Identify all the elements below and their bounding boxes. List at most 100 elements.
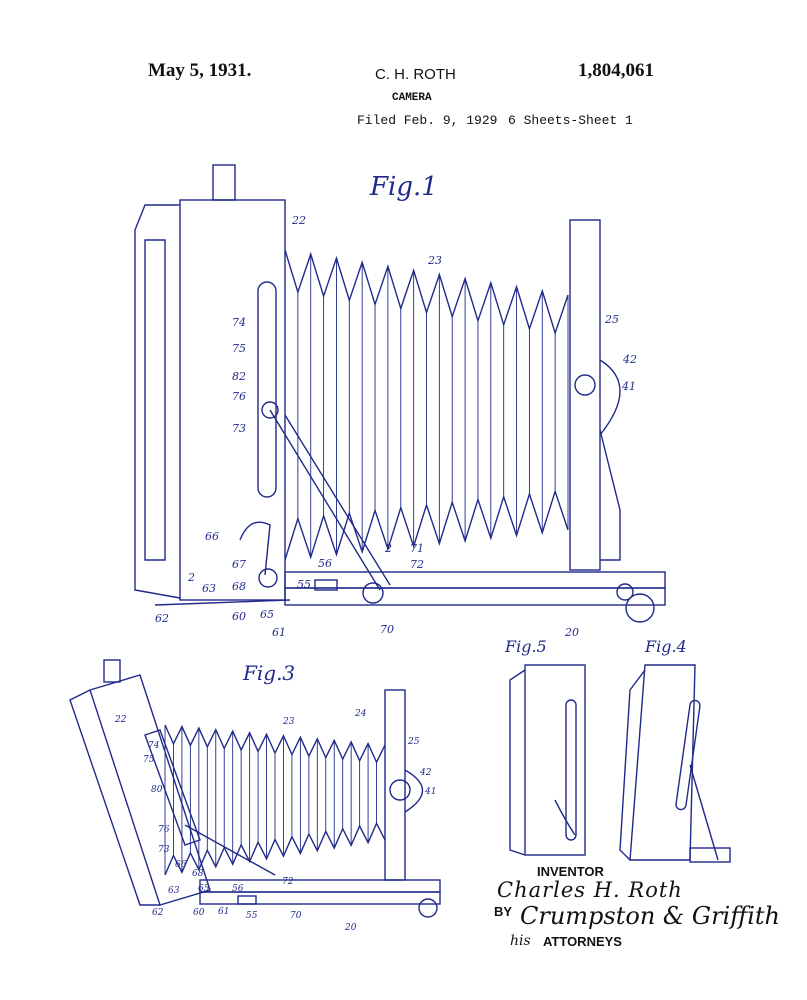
reference-numeral: 22: [114, 715, 127, 725]
reference-numeral: 23: [427, 254, 442, 267]
reference-numeral: 74: [148, 741, 160, 751]
reference-numeral: 66: [175, 860, 187, 870]
reference-numeral: 72: [282, 877, 294, 887]
reference-numeral: 56: [232, 884, 244, 894]
inventor-signature: Charles H. Roth: [497, 878, 683, 902]
standard-knob: [389, 779, 411, 801]
reference-numeral: 41: [621, 380, 636, 393]
reference-numeral: 67: [232, 558, 246, 571]
knob-plate: [404, 769, 423, 813]
reference-numeral: 55: [246, 911, 258, 921]
reference-numeral: 60: [232, 610, 246, 623]
his-label: his: [510, 933, 531, 949]
slot-guide: [144, 729, 201, 846]
fig4-camera: Fig.4: [619, 637, 731, 863]
fig1-camera: Fig.1: [134, 164, 666, 623]
front-standard: [569, 219, 601, 571]
reference-numeral: 61: [218, 907, 229, 917]
reference-numeral: 68: [192, 869, 204, 879]
base-block: [689, 847, 731, 863]
reference-numeral: 65: [198, 884, 210, 894]
strut-arm: [269, 409, 391, 591]
fig3-label: Fig.3: [242, 661, 295, 685]
reference-numeral: 74: [232, 316, 246, 329]
rack-block: [237, 895, 257, 905]
fig3-camera: Fig.3: [69, 659, 441, 918]
fig1-label: Fig.1: [369, 172, 438, 202]
reference-numeral: 75: [232, 342, 246, 355]
fig5-label: Fig.5: [504, 637, 547, 656]
reference-numeral: 22: [291, 214, 306, 227]
reference-numeral: 23: [282, 717, 295, 727]
back-panel: [144, 239, 166, 561]
wheel: [625, 593, 655, 623]
reference-numeral: 20: [564, 626, 579, 639]
reference-numeral: 42: [622, 353, 637, 366]
attorneys-label: ATTORNEYS: [543, 934, 622, 949]
reference-numeral: 25: [604, 313, 619, 326]
reference-numeral: 42: [419, 768, 432, 778]
pivot-knob: [261, 401, 279, 419]
reference-numeral: 76: [158, 825, 170, 835]
back-frame: [509, 669, 526, 856]
reference-numeral: 62: [152, 908, 164, 918]
camera-body-tilted: [89, 674, 211, 906]
reference-numeral: 61: [272, 626, 286, 639]
standard-brace: [599, 429, 621, 561]
strut-pivot: [362, 582, 384, 604]
back-frame: [69, 689, 160, 906]
knob-plate: [599, 359, 621, 436]
reference-numeral: 73: [158, 845, 170, 855]
reference-numeral: 71: [410, 542, 424, 555]
rack-block: [314, 579, 338, 591]
lever-pivot: [258, 568, 278, 588]
reference-numeral: 66: [205, 530, 219, 543]
bellows: [284, 249, 569, 561]
reference-numeral: 65: [260, 608, 274, 621]
bellows-edge: [284, 249, 569, 336]
bed-plate: [154, 599, 291, 606]
strut-arm: [184, 824, 276, 876]
reference-numeral: 63: [168, 886, 180, 896]
fig5-camera: Fig.5: [504, 637, 586, 856]
base-rail-lower: [284, 587, 666, 606]
camera-body-tilted: [629, 664, 696, 861]
reference-numeral: 24: [354, 709, 367, 719]
back-frame: [619, 669, 646, 861]
slot-guide: [675, 699, 701, 811]
standard-knob: [574, 374, 596, 396]
reference-numeral: 55: [297, 578, 311, 591]
reference-numeral: 70: [380, 623, 394, 636]
reference-numeral: 63: [202, 582, 216, 595]
camera-body: [524, 664, 586, 856]
inventor-name: C. H. ROTH: [375, 66, 456, 83]
reference-numeral: 2: [384, 542, 392, 555]
slot-guide: [257, 281, 277, 498]
slot-guide: [565, 699, 577, 841]
reference-numeral: 25: [407, 737, 420, 747]
attorney-signature: Crumpston & Griffith: [520, 902, 781, 930]
bellows-edge: [284, 489, 569, 561]
reference-numeral: 20: [344, 923, 357, 933]
reference-numeral: 68: [232, 580, 246, 593]
patent-date: May 5, 1931.: [148, 60, 252, 81]
inventor-label: INVENTOR: [537, 864, 604, 879]
bellows-edge: [164, 724, 386, 764]
reference-numeral: 62: [155, 612, 169, 625]
patent-title: CAMERA: [392, 92, 432, 104]
reference-numeral: 56: [318, 557, 332, 570]
front-standard: [384, 689, 406, 881]
reference-numeral: 73: [232, 422, 246, 435]
reference-numeral: 76: [232, 390, 246, 403]
reference-numeral: 72: [410, 558, 424, 571]
wheel: [418, 898, 438, 918]
small-wheel: [616, 583, 634, 601]
filed-date: Filed Feb. 9, 1929: [357, 113, 498, 128]
patent-number: 1,804,061: [578, 60, 654, 81]
lock-lever: [554, 799, 576, 836]
base-rail: [284, 571, 666, 589]
handle-knob: [212, 164, 236, 201]
bellows-edge: [164, 821, 386, 876]
